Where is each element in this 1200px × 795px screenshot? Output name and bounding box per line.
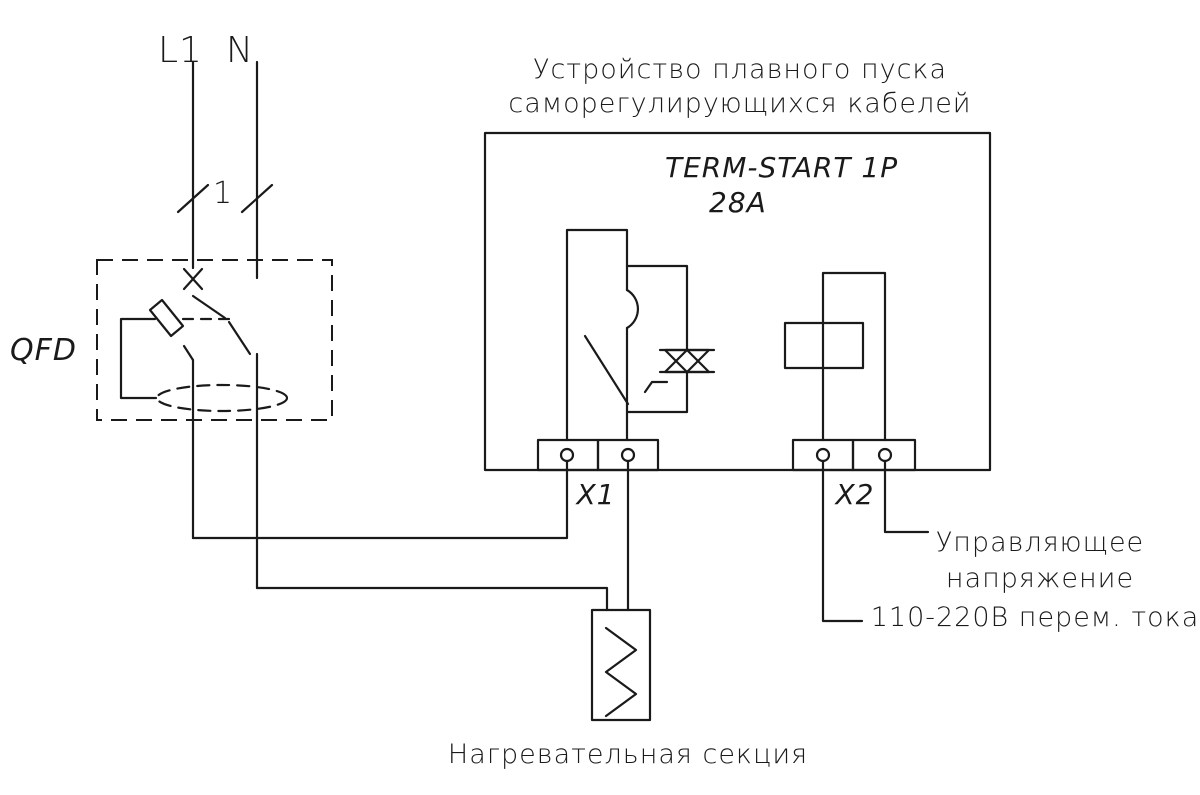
terminal-x1-label: X1 bbox=[575, 478, 616, 511]
heater-symbol bbox=[590, 608, 652, 722]
control-relay bbox=[783, 271, 887, 442]
wire-n-to-heater bbox=[255, 586, 609, 612]
terminal-block-x2 bbox=[791, 438, 917, 472]
device-title-line2: саморегулирующихся кабелей bbox=[508, 88, 971, 119]
relay-coil bbox=[783, 321, 865, 370]
control-label-line1: Управляющее bbox=[936, 527, 1144, 558]
terminal-x2-label: X2 bbox=[834, 478, 875, 511]
label-l1: L1 bbox=[158, 30, 203, 71]
breaker-mechanism bbox=[119, 267, 289, 413]
breaker-enclosure bbox=[96, 259, 333, 421]
line-count-ticks bbox=[176, 183, 274, 214]
device-enclosure bbox=[483, 131, 992, 472]
control-label-line2: напряжение bbox=[946, 563, 1134, 594]
power-circuit bbox=[565, 228, 689, 442]
breaker-label: QFD bbox=[10, 333, 77, 368]
wire-l1-to-x1 bbox=[191, 460, 569, 540]
label-n: N bbox=[226, 30, 254, 71]
device-current: 28A bbox=[709, 186, 767, 219]
terminal-block-x1 bbox=[536, 438, 660, 472]
device-title-line1: Устройство плавного пуска bbox=[533, 54, 947, 85]
device-model: TERM-START 1P bbox=[665, 151, 898, 184]
wire-x2-control bbox=[821, 460, 930, 623]
heater-label: Нагревательная секция bbox=[448, 739, 808, 770]
control-label-line3: 110-220В перем. тока bbox=[871, 602, 1200, 633]
line-count-label: 1 bbox=[213, 176, 233, 211]
triac-symbol bbox=[643, 348, 716, 394]
